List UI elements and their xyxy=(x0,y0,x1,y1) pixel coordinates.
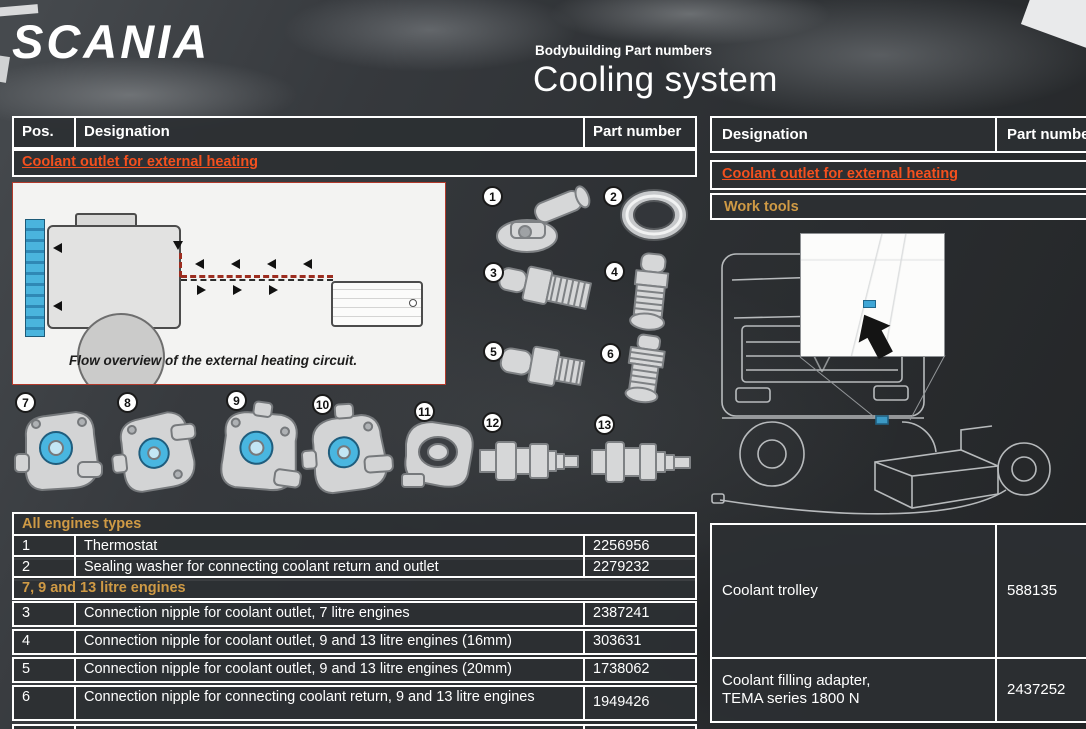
part-illustration-housing-10 xyxy=(300,402,396,504)
part-illustration-housing-8 xyxy=(108,404,203,502)
flow-arrow-left-icon xyxy=(53,301,62,311)
table-row: 6 Connection nipple for connecting coola… xyxy=(12,685,697,721)
page-subtitle: Bodybuilding Part numbers xyxy=(535,43,713,58)
col-header-part-number: Part number xyxy=(593,123,682,140)
external-heater xyxy=(331,281,423,327)
part-illustration-housing-7 xyxy=(12,402,107,502)
row-part-number: 303631 xyxy=(593,633,642,649)
row-part-number: 2437252 xyxy=(1007,681,1066,698)
part-illustration-housing-11 xyxy=(396,410,481,498)
callout-13: 13 xyxy=(594,414,615,435)
section-header-7-9-13-litre: 7, 9 and 13 litre engines xyxy=(12,576,697,600)
part-illustration-return-nipple xyxy=(610,333,692,406)
category-row: Coolant outlet for external heating xyxy=(12,149,697,178)
callout-7: 7 xyxy=(15,392,36,413)
row-part-number: 2256956 xyxy=(593,538,650,554)
row-designation: Connection nipple for coolant outlet, 9 … xyxy=(76,659,585,682)
table-row: 4 Connection nipple for coolant outlet, … xyxy=(12,629,697,656)
page-title: Cooling system xyxy=(533,60,778,99)
col-header-pos: Pos. xyxy=(14,118,76,147)
row-pos: 2 xyxy=(14,557,76,580)
callout-2: 2 xyxy=(603,186,624,207)
part-illustration-sealing-washer xyxy=(612,185,697,245)
row-pos: 4 xyxy=(14,631,76,654)
callout-8: 8 xyxy=(117,392,138,413)
row-designation: Sealing washer for connecting coolant re… xyxy=(76,557,585,580)
row-designation: Connection nipple for coolant outlet, 7 … xyxy=(76,603,585,626)
heater-port xyxy=(409,299,417,307)
row-part-number: 2279232 xyxy=(593,559,650,575)
part-illustration-nipple-16mm xyxy=(612,250,692,338)
callout-12: 12 xyxy=(482,412,503,433)
right-table-header: Designation Part number xyxy=(710,116,1086,153)
row-pos: 3 xyxy=(14,603,76,626)
row-part-number: 1949426 xyxy=(593,693,650,710)
coolant-vent-clip xyxy=(863,300,876,308)
row-part-number: 2387241 xyxy=(593,605,650,621)
wheel xyxy=(77,313,165,384)
flow-arrow-right-icon xyxy=(197,285,206,295)
category-row: Coolant outlet for external heating xyxy=(710,160,1086,191)
callout-3: 3 xyxy=(483,262,504,283)
flow-arrow-down-icon xyxy=(173,241,183,250)
part-illustration-nipple-7l xyxy=(495,252,600,324)
table-row: 5 Connection nipple for coolant outlet, … xyxy=(12,657,697,684)
coolant-pipe xyxy=(181,279,333,281)
row-pos: 6 xyxy=(14,687,76,719)
diagram-caption: Flow overview of the external heating ci… xyxy=(69,353,358,368)
col-header-part-number: Part number xyxy=(1007,125,1086,143)
coolant-outlet-heading-link[interactable]: Coolant outlet for external heating xyxy=(22,154,259,170)
row-part-number: 1738062 xyxy=(593,661,650,677)
coolant-outlet-heading-link[interactable]: Coolant outlet for external heating xyxy=(722,166,959,182)
row-designation: Connection nipple for connecting coolant… xyxy=(76,687,585,719)
table-row: 3 Connection nipple for coolant outlet, … xyxy=(12,601,697,628)
flow-arrow-left-icon xyxy=(231,259,240,269)
part-illustration-connector-12 xyxy=(478,424,583,496)
flow-diagram: Flow overview of the external heating ci… xyxy=(12,182,446,385)
row-designation: Coolant trolley xyxy=(712,525,997,657)
part-illustration-housing-9 xyxy=(208,400,308,502)
callout-9: 9 xyxy=(226,390,247,411)
flow-arrow-right-icon xyxy=(233,285,242,295)
pointer-arrow-icon xyxy=(858,314,893,360)
row-pos: 5 xyxy=(14,659,76,682)
col-header-designation: Designation xyxy=(76,118,585,147)
row-designation: Coolant filling adapter, TEMA series 180… xyxy=(712,659,997,721)
coolant-pipe xyxy=(179,253,182,277)
table-row: Coolant filling adapter, TEMA series 180… xyxy=(710,657,1086,723)
table-row-clipped: 7 Thermostat housing, 7 litre engines 22… xyxy=(12,724,697,729)
coolant-pipe xyxy=(181,275,333,278)
section-header-work-tools: Work tools xyxy=(710,193,1086,220)
flow-arrow-left-icon xyxy=(195,259,204,269)
part-illustration-connector-13 xyxy=(590,426,695,496)
col-header-designation: Designation xyxy=(712,118,997,151)
flow-arrow-left-icon xyxy=(267,259,276,269)
part-illustration-thermostat xyxy=(495,180,595,258)
callout-5: 5 xyxy=(483,341,504,362)
row-designation: Connection nipple for coolant outlet, 9 … xyxy=(76,631,585,654)
flow-arrow-left-icon xyxy=(303,259,312,269)
part-illustration-nipple-20mm xyxy=(495,332,590,398)
scania-logo: SCANIA xyxy=(12,15,211,68)
section-header-all-engines: All engines types xyxy=(12,512,697,536)
callout-11: 11 xyxy=(414,401,435,422)
radiator-icon xyxy=(25,219,45,337)
table-row: Coolant trolley 588135 xyxy=(710,523,1086,659)
row-pos: 1 xyxy=(14,536,76,559)
detail-inset xyxy=(800,233,945,360)
row-part-number: 588135 xyxy=(1007,582,1058,599)
callout-10: 10 xyxy=(312,394,333,415)
left-table-header: Pos. Designation Part number xyxy=(12,116,697,149)
row-designation: Thermostat xyxy=(76,536,585,559)
callout-6: 6 xyxy=(600,343,621,364)
flow-arrow-left-icon xyxy=(53,243,62,253)
flow-arrow-right-icon xyxy=(269,285,278,295)
callout-4: 4 xyxy=(604,261,625,282)
callout-1: 1 xyxy=(482,186,503,207)
